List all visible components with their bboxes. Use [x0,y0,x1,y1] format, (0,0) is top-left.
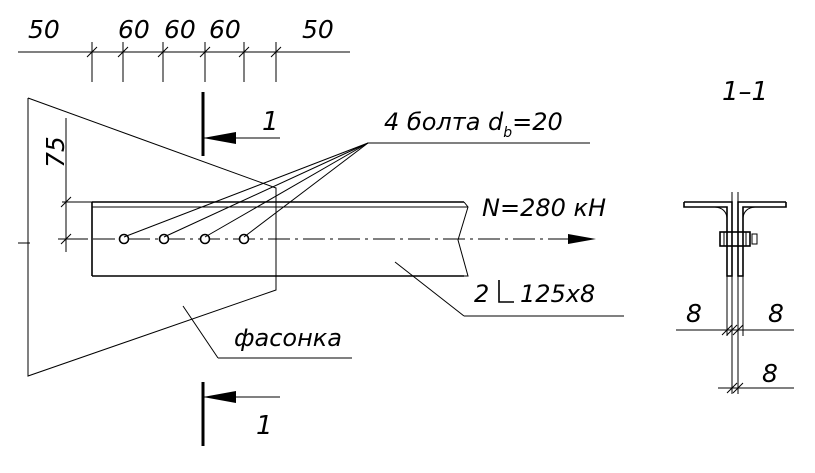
angle-member [91,201,469,277]
section-arrow-bottom [203,391,236,403]
gusset-leader: фасонка [182,305,352,359]
section-title: 1–1 [722,77,768,107]
dimension-label-1: 60 [118,15,150,44]
angle-leader: 2 125x8 [394,261,624,317]
dimension-label-3: 60 [209,15,241,44]
bolt-hole [199,233,211,245]
gusset-outline [27,97,277,377]
bolt-hole [158,233,170,245]
section-dim-label-left: 8 [686,299,702,328]
section-cut-top: 1 [201,92,280,156]
section-mark-bottom: 1 [256,411,273,441]
section-dim-label-gusset: 8 [762,359,778,388]
bolt-label: 4 болта db=20 [384,108,563,141]
gusset-plate [18,97,277,377]
gusset-label: фасонка [234,324,342,352]
bolt-hole [118,233,130,245]
section-cut-bottom: 1 [201,382,280,446]
section-arrow-top [203,132,236,144]
top-dimension-chain: 50 60 60 60 50 [18,15,350,82]
bolt-hole [238,233,250,245]
dimension-label-4: 50 [302,15,334,44]
section-view: 8 8 8 [676,192,794,394]
angle-symbol [498,280,514,303]
side-dimension: 75 [41,118,96,252]
dimension-label-0: 50 [28,15,60,44]
angle-label: 2 [474,280,489,308]
side-dimension-label: 75 [41,136,70,168]
angle-break [457,201,469,277]
section-angle-left [683,201,733,277]
force-arrowhead [568,234,596,244]
section-bolt-nut [719,231,751,247]
angle-size-label: 125x8 [520,280,595,308]
force-label: N=280 кН [482,194,606,222]
section-dim-label-right: 8 [768,299,784,328]
bolt-leader: 4 болта db=20 [123,108,590,238]
dimension-label-2: 60 [164,15,196,44]
bolt-holes [118,233,250,245]
force-axis: N=280 кН [58,194,606,244]
section-angle-right [737,201,787,277]
section-mark-top: 1 [262,107,279,137]
